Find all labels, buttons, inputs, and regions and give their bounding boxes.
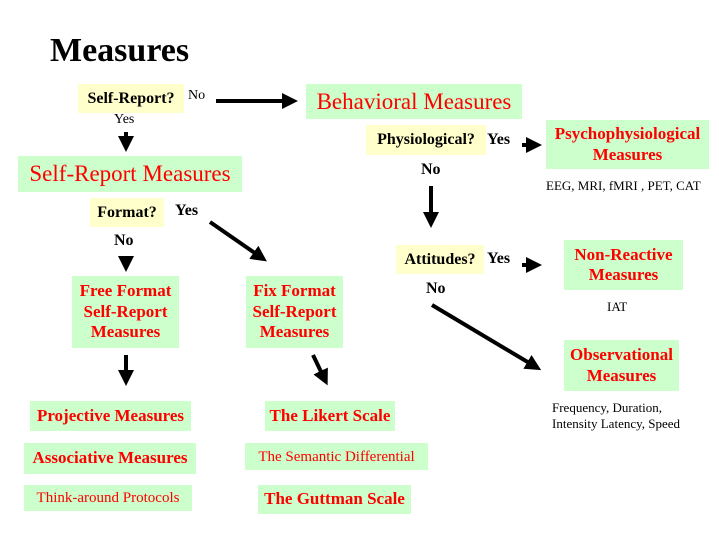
node-associative: Associative Measures	[24, 443, 196, 474]
node-likert: The Likert Scale	[265, 401, 395, 431]
node-psychophysiological: Psychophysiological Measures	[546, 120, 709, 169]
answer-format-yes: Yes	[175, 202, 199, 219]
answer-attitudes-no: No	[426, 280, 446, 297]
node-line: Self-Report	[83, 301, 168, 321]
node-fix-format: Fix Format Self-Report Measures	[246, 276, 343, 348]
node-line: Self-Report	[252, 301, 337, 321]
node-line: Measures	[259, 322, 330, 342]
node-line: Free Format	[79, 281, 172, 301]
node-non-reactive: Non-Reactive Measures	[564, 240, 683, 290]
node-guttman: The Guttman Scale	[258, 485, 411, 514]
note-observational: Frequency, Duration, Intensity Latency, …	[552, 400, 680, 433]
note-line: Frequency, Duration,	[552, 400, 662, 415]
node-line: Measures	[586, 365, 657, 385]
answer-self-report-no: No	[188, 88, 206, 103]
question-format: Format?	[90, 198, 164, 227]
node-line: Observational	[570, 345, 673, 365]
note-non-reactive: IAT	[607, 299, 628, 314]
note-line: Intensity Latency, Speed	[552, 416, 681, 432]
node-line: Psychophysiological	[554, 124, 701, 144]
question-physiological: Physiological?	[366, 125, 486, 155]
node-line: Non-Reactive	[574, 244, 673, 264]
node-line: Measures	[592, 144, 663, 164]
answer-format-no: No	[114, 232, 134, 249]
node-line: Fix Format	[253, 281, 336, 301]
question-self-report: Self-Report?	[78, 84, 184, 113]
arrow-fix-to-list	[311, 354, 328, 386]
node-line: Measures	[90, 322, 161, 342]
arrow-attitudes-no	[430, 303, 542, 371]
answer-physiological-yes: Yes	[487, 131, 511, 148]
page-title: Measures	[50, 32, 190, 69]
arrow-format-yes	[208, 220, 267, 262]
node-observational: Observational Measures	[564, 340, 679, 391]
answer-physiological-no: No	[421, 161, 441, 178]
answer-self-report-yes: Yes	[114, 112, 135, 127]
node-behavioral-measures: Behavioral Measures	[306, 84, 522, 119]
note-psychophysiological: EEG, MRI, fMRI , PET, CAT	[546, 178, 701, 193]
node-free-format: Free Format Self-Report Measures	[72, 276, 179, 348]
node-think-around: Think-around Protocols	[24, 485, 192, 511]
node-projective: Projective Measures	[30, 401, 191, 431]
question-attitudes: Attitudes?	[396, 245, 484, 274]
node-line: Measures	[588, 265, 659, 284]
answer-attitudes-yes: Yes	[487, 250, 511, 267]
node-semantic-differential: The Semantic Differential	[245, 443, 428, 470]
node-self-report-measures: Self-Report Measures	[18, 156, 242, 192]
